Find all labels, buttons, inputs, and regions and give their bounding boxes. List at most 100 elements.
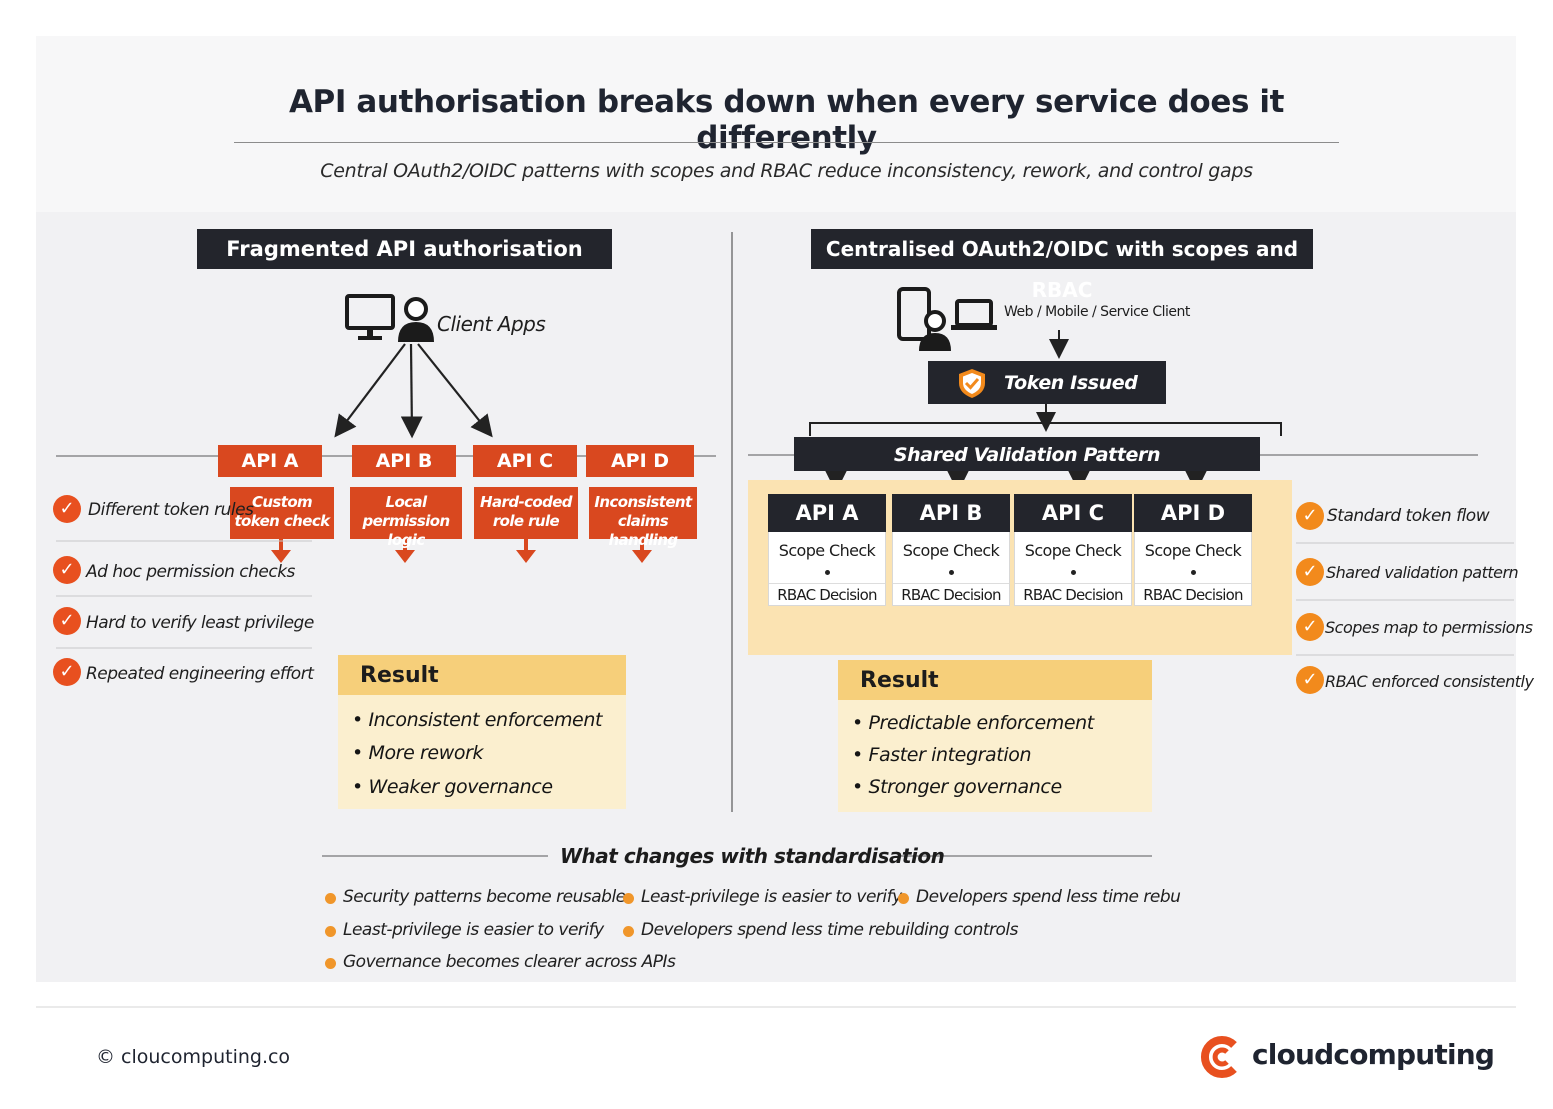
left-issue-1: Different token rules	[88, 500, 254, 520]
right-result-1: • Predictable enforcement	[852, 712, 1094, 734]
left-result-box: Result • Inconsistent enforcement • More…	[338, 655, 626, 809]
right-api-a-card: API A Scope Check RBAC Decision	[768, 494, 886, 606]
change-item-6: Governance becomes clearer across APIs	[343, 952, 676, 972]
right-result-3: • Stronger governance	[852, 776, 1062, 798]
left-result-1-text: Inconsistent enforcement	[368, 709, 603, 731]
right-result-2: • Faster integration	[852, 744, 1032, 766]
footer-copyright: © cloucomputing.co	[96, 1046, 291, 1068]
right-api-b-label: API B	[892, 494, 1010, 532]
shield-check-icon	[959, 369, 985, 398]
scope-check-label: Scope Check	[778, 541, 876, 560]
right-api-c-label: API C	[1014, 494, 1132, 532]
right-api-d-label: API D	[1134, 494, 1252, 532]
change-item-3: Developers spend less time rebu	[916, 887, 1181, 907]
check-icon: ✓	[1296, 613, 1324, 641]
right-result-box: Result • Predictable enforcement • Faste…	[838, 660, 1152, 812]
rbac-decision-label: RBAC Decision	[769, 583, 885, 604]
connector-dot	[825, 570, 830, 575]
bullet-dot	[325, 926, 336, 937]
right-result-title: Result	[838, 660, 1152, 700]
bullet-dot	[623, 893, 634, 904]
change-item-5: Developers spend less time rebuilding co…	[641, 920, 1018, 940]
footer-brand: cloudcomputing	[1252, 1038, 1495, 1071]
monitor-user-icon	[345, 294, 434, 342]
page-subtitle: Central OAuth2/OIDC patterns with scopes…	[320, 160, 1253, 182]
check-icon: ✓	[53, 607, 81, 635]
right-benefit-4: RBAC enforced consistently	[1325, 672, 1534, 691]
left-api-b: API B	[352, 445, 456, 477]
left-api-b-label: API B	[375, 450, 433, 472]
header-band	[36, 36, 1516, 212]
right-heading: Centralised OAuth2/OIDC with scopes and …	[811, 229, 1313, 302]
check-icon: ✓	[1296, 558, 1324, 586]
right-benefit-1: Standard token flow	[1327, 506, 1490, 526]
right-result-1-text: Predictable enforcement	[868, 712, 1094, 734]
right-benefit-2: Shared validation pattern	[1326, 563, 1519, 582]
left-result-3-text: Weaker governance	[368, 776, 553, 798]
page-title: API authorisation breaks down when every…	[288, 84, 1285, 156]
check-icon: ✓	[53, 495, 81, 523]
token-issued-box: Token Issued	[928, 361, 1166, 404]
right-result-3-text: Stronger governance	[868, 776, 1062, 798]
title-divider	[234, 142, 1339, 143]
left-api-c-logic: Hard-coded role rule	[474, 487, 578, 539]
cloudcomputing-logo-icon	[1200, 1036, 1237, 1078]
connector-dot	[1191, 570, 1196, 575]
left-result-2: • More rework	[352, 742, 484, 764]
left-api-a-label: API A	[241, 450, 299, 472]
bullet-dot	[623, 926, 634, 937]
left-api-d-logic: Inconsistent claims handling	[589, 487, 697, 549]
right-heading-text: Centralised OAuth2/OIDC with scopes and …	[825, 237, 1299, 302]
change-item-4: Least-privilege is easier to verify	[343, 920, 604, 940]
check-icon: ✓	[53, 658, 81, 686]
rbac-decision-label: RBAC Decision	[1135, 583, 1251, 604]
left-api-c-label: API C	[496, 450, 554, 472]
shared-validation-label: Shared Validation Pattern	[893, 444, 1161, 466]
left-result-1: • Inconsistent enforcement	[352, 709, 603, 731]
left-issue-3: Hard to verify least privilege	[86, 613, 314, 633]
left-api-a-logic-text: Custom token check	[234, 493, 330, 530]
check-icon: ✓	[53, 556, 81, 584]
bullet-dot	[898, 893, 909, 904]
left-api-c: API C	[473, 445, 577, 477]
scope-check-label: Scope Check	[1024, 541, 1122, 560]
left-api-b-logic-text: Local permission logic	[362, 493, 450, 549]
left-issue-2: Ad hoc permission checks	[86, 562, 295, 582]
left-api-d-label: API D	[610, 450, 670, 472]
left-result-3: • Weaker governance	[352, 776, 553, 798]
left-result-title: Result	[338, 655, 626, 695]
rbac-decision-label: RBAC Decision	[1015, 583, 1131, 604]
left-issue-4: Repeated engineering effort	[86, 664, 314, 684]
changes-title: What changes with standardisation	[560, 844, 945, 868]
right-api-a-label: API A	[768, 494, 886, 532]
left-api-a: API A	[218, 445, 322, 477]
connector-dot	[1071, 570, 1076, 575]
bullet-dot	[325, 893, 336, 904]
check-icon: ✓	[1296, 666, 1324, 694]
left-api-d-logic-text: Inconsistent claims handling	[594, 493, 692, 549]
connector-dot	[949, 570, 954, 575]
left-heading: Fragmented API authorisation	[197, 229, 612, 269]
right-result-2-text: Faster integration	[868, 744, 1032, 766]
token-issued-label: Token Issued	[1004, 372, 1138, 394]
left-heading-text: Fragmented API authorisation	[226, 237, 583, 261]
right-client-label: Web / Mobile / Service Client	[1004, 304, 1190, 320]
left-api-c-logic-text: Hard-coded role rule	[480, 493, 572, 530]
bullet-dot	[325, 958, 336, 969]
rbac-decision-label: RBAC Decision	[893, 583, 1009, 604]
right-api-d-card: API D Scope Check RBAC Decision	[1134, 494, 1252, 606]
check-icon: ✓	[1296, 502, 1324, 530]
shared-validation-box: Shared Validation Pattern	[794, 437, 1260, 471]
change-item-2: Least-privilege is easier to verify	[641, 887, 902, 907]
left-client-label: Client Apps	[437, 312, 546, 336]
right-api-b-card: API B Scope Check RBAC Decision	[892, 494, 1010, 606]
left-api-a-logic: Custom token check	[230, 487, 334, 539]
scope-check-label: Scope Check	[902, 541, 1000, 560]
scope-check-label: Scope Check	[1144, 541, 1242, 560]
left-api-d: API D	[586, 445, 694, 477]
devices-user-icon	[897, 287, 997, 351]
left-result-2-text: More rework	[368, 742, 484, 764]
right-api-c-card: API C Scope Check RBAC Decision	[1014, 494, 1132, 606]
right-benefit-3: Scopes map to permissions	[1325, 618, 1533, 637]
left-api-b-logic: Local permission logic	[350, 487, 462, 549]
